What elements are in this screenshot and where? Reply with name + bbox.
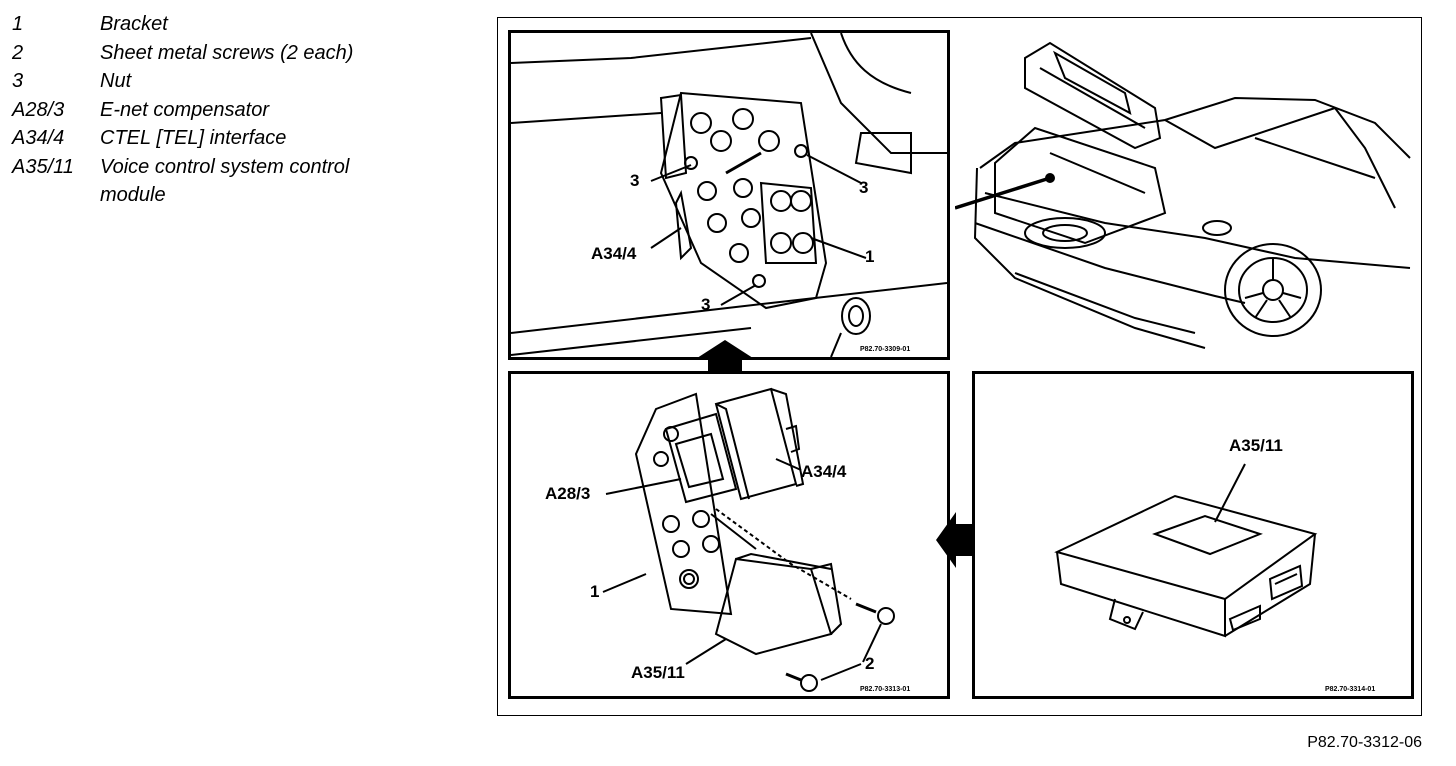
- callout-a34-4: A34/4: [801, 462, 847, 481]
- legend: 1 Bracket 2 Sheet metal screws (2 each) …: [12, 10, 400, 210]
- legend-row: 3 Nut: [12, 67, 400, 96]
- panel-voice-module: [972, 371, 1414, 699]
- figure-code: P82.70-3313-01: [860, 686, 911, 693]
- callout-a34-4: A34/4: [591, 244, 637, 263]
- legend-desc: Bracket: [100, 13, 168, 35]
- legend-desc: Sheet metal screws (2 each): [100, 41, 354, 64]
- callout-bracket: 1: [590, 582, 600, 601]
- callout-a35-11: A35/11: [631, 663, 685, 682]
- callout-a35-11: A35/11: [1229, 436, 1283, 455]
- legend-row: 1 Bracket: [12, 10, 400, 39]
- legend-id: A34/4: [12, 127, 65, 149]
- callout-nut: 3: [859, 178, 869, 197]
- callout-nut: 3: [630, 171, 640, 190]
- legend-desc: Voice control system control module: [100, 155, 350, 207]
- legend-desc: E-net compensator: [100, 98, 269, 121]
- illustration-frame: [497, 17, 1422, 716]
- legend-desc: Nut: [100, 70, 132, 92]
- car-trunk-illustration: [955, 28, 1415, 368]
- legend-id: 1: [12, 13, 24, 35]
- figure-code: P82.70-3314-01: [1325, 686, 1376, 693]
- callout-a28-3: A28/3: [545, 484, 591, 503]
- arrow-up-icon: [694, 340, 756, 378]
- legend-desc: CTEL [TEL] interface: [100, 127, 287, 149]
- callout-screws: 2: [865, 654, 875, 673]
- figure-code: P82.70-3309-01: [860, 346, 911, 353]
- legend-id: A35/11: [12, 155, 74, 178]
- panel-exploded-assembly: [508, 371, 950, 699]
- legend-id: A28/3: [12, 98, 65, 121]
- callout-bracket: 1: [865, 247, 875, 266]
- panel-bracket-mounted: [508, 30, 950, 360]
- legend-id: 3: [12, 70, 24, 92]
- legend-id: 2: [12, 41, 24, 64]
- arrow-left-icon: [936, 512, 972, 568]
- callout-nut: 3: [701, 295, 711, 314]
- reference-code: P82.70-3312-06: [1307, 734, 1422, 751]
- legend-row: A28/3 E-net compensator: [12, 96, 400, 125]
- legend-row: A35/11 Voice control system control modu…: [12, 153, 400, 210]
- legend-row: A34/4 CTEL [TEL] interface: [12, 124, 400, 153]
- legend-row: 2 Sheet metal screws (2 each): [12, 39, 400, 68]
